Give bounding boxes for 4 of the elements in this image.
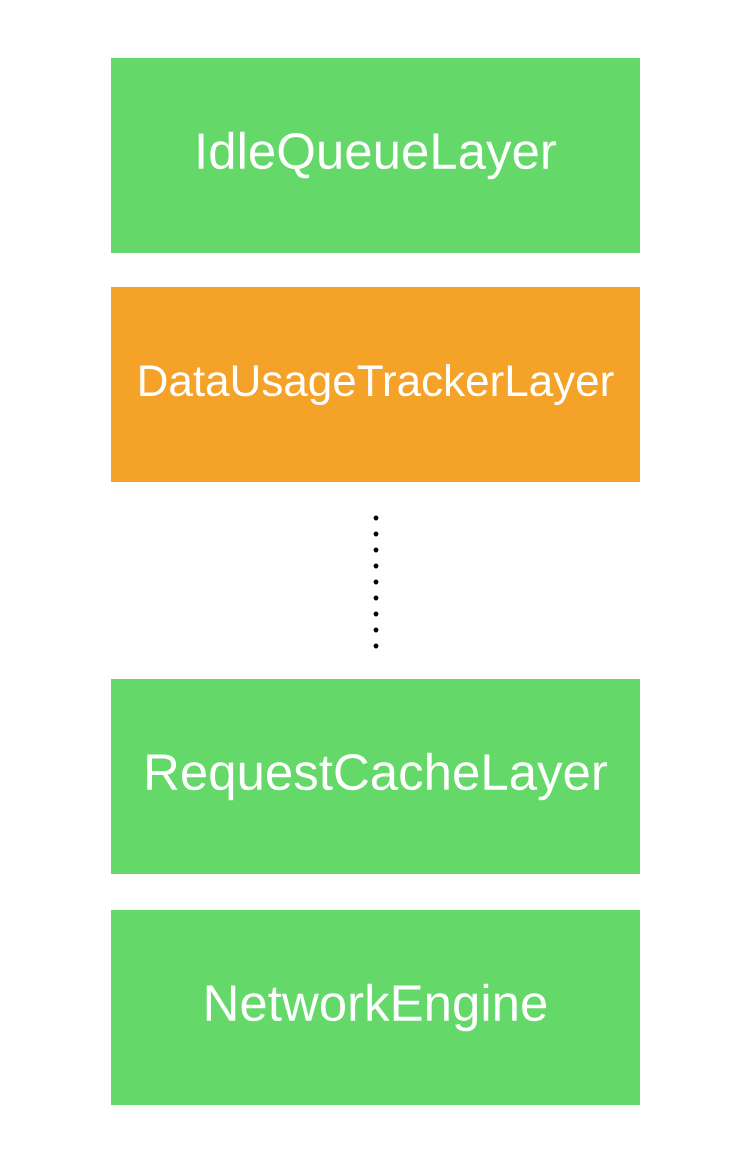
layer-box: NetworkEngine bbox=[111, 910, 640, 1105]
layer-box: RequestCacheLayer bbox=[111, 679, 640, 874]
layer-box: IdleQueueLayer bbox=[111, 58, 640, 253]
layer-box: DataUsageTrackerLayer bbox=[111, 287, 640, 482]
